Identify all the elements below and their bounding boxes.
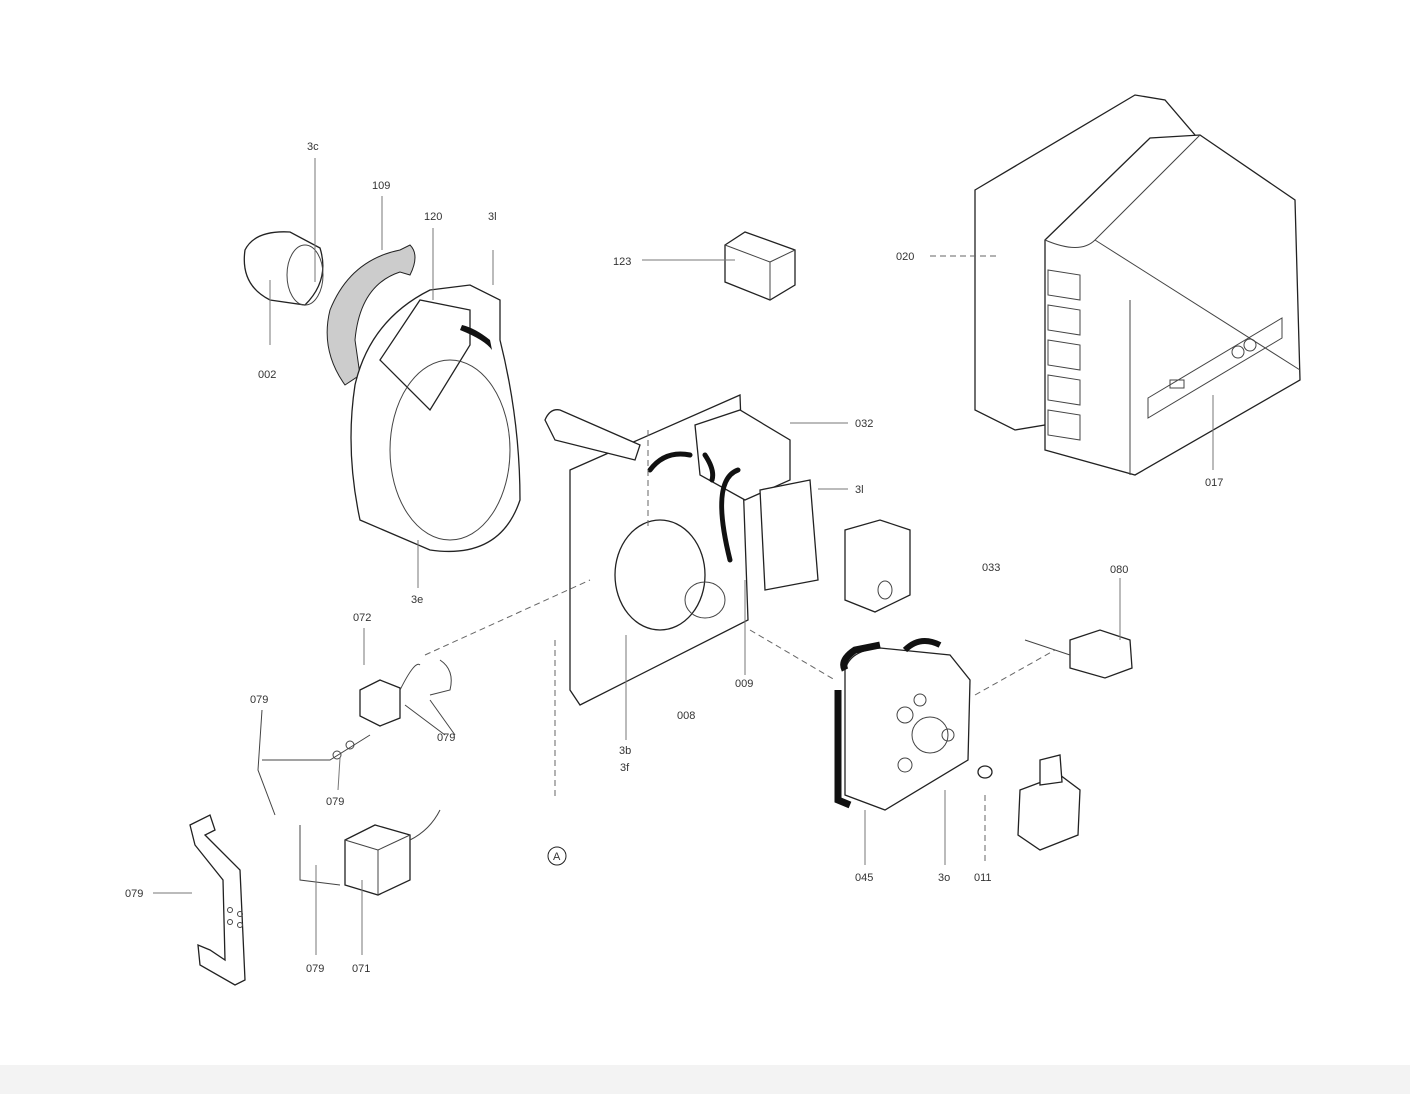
part-020-017-housing-cover [930, 94, 1301, 476]
part-071-ignition-transformer [299, 809, 441, 955]
label-3f: 3f [620, 762, 630, 774]
part-oil-pump [977, 754, 1081, 851]
part-079-bracket [153, 814, 246, 986]
label-002: 002 [258, 369, 276, 381]
label-072: 072 [353, 612, 371, 624]
part-002-cover-cap [243, 158, 324, 345]
label-3e: 3e [411, 594, 423, 606]
footer-bar [0, 1065, 1410, 1094]
view-marker-circle [547, 846, 567, 866]
label-109: 109 [372, 180, 390, 192]
part-079-pipe [257, 709, 371, 816]
part-045-air-box [834, 638, 1056, 865]
label-080: 080 [1110, 564, 1128, 576]
label-120: 120 [424, 211, 442, 223]
part-bracket-cover [844, 519, 911, 613]
label-3l-control: 3l [855, 484, 864, 496]
label-123: 123 [613, 256, 631, 268]
part-072-solenoid-valve [359, 628, 456, 736]
label-3o: 3o [938, 872, 950, 884]
label-033: 033 [982, 562, 1000, 574]
label-045: 045 [855, 872, 873, 884]
label-079: 079 [437, 732, 455, 744]
part-080-photo-cell [1024, 578, 1133, 679]
label-032: 032 [855, 418, 873, 430]
label-011: 011 [974, 872, 992, 884]
label-008: 008 [677, 710, 695, 722]
part-008-mounting-plate [424, 394, 848, 800]
label-079: 079 [125, 888, 143, 900]
label-009: 009 [735, 678, 753, 690]
label-079: 079 [306, 963, 324, 975]
label-071: 071 [352, 963, 370, 975]
label-3l: 3l [488, 211, 497, 223]
part-109-gasket [326, 196, 416, 386]
label-017: 017 [1205, 477, 1223, 489]
part-123-block [642, 231, 796, 301]
label-020: 020 [896, 251, 914, 263]
part-120-fan-housing [350, 228, 521, 588]
label-view-a: A [553, 851, 561, 863]
label-3b: 3b [619, 745, 631, 757]
label-3c: 3c [307, 141, 319, 153]
label-079: 079 [250, 694, 268, 706]
label-079: 079 [326, 796, 344, 808]
